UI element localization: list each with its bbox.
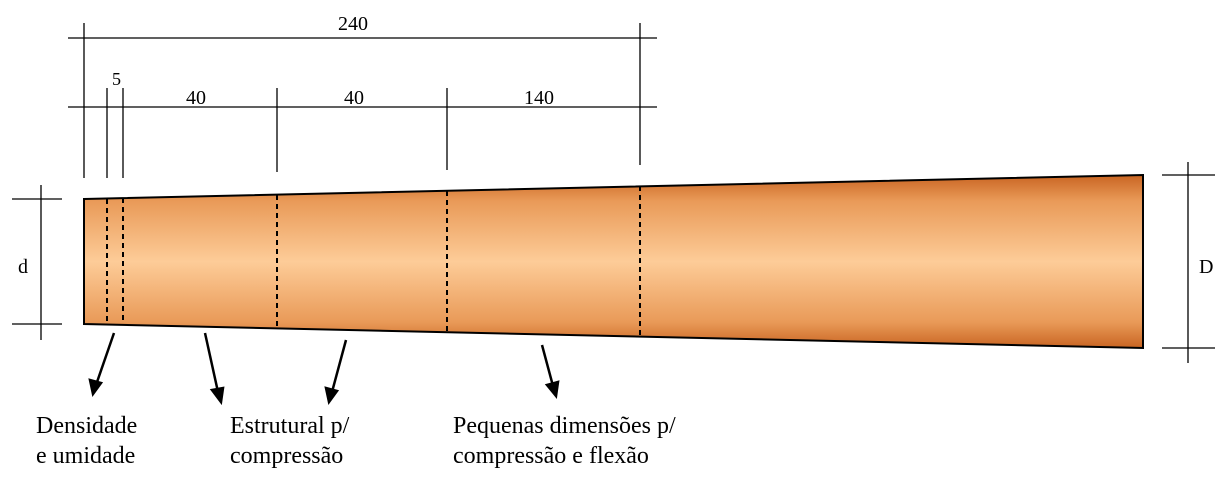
- arrow-densidade: [88, 332, 116, 397]
- dim-total-label: 240: [338, 13, 368, 35]
- small-diameter-label: d: [18, 256, 28, 278]
- dim-segment-5-label: 5: [112, 69, 121, 89]
- caption-estrutural-line2: compressão: [230, 443, 344, 469]
- caption-estrutural: Estrutural p/ compressão: [230, 411, 349, 471]
- caption-pequenas-line2: compressão e flexão: [453, 443, 649, 469]
- dim-segment-140-label: 140: [524, 87, 554, 109]
- caption-densidade: Densidade e umidade: [36, 411, 137, 471]
- large-diameter-label: D: [1199, 256, 1214, 278]
- caption-densidade-line2: e umidade: [36, 443, 136, 469]
- dim-segment-40b-label: 40: [344, 87, 364, 109]
- caption-pequenas-line1: Pequenas dimensões p/: [453, 413, 676, 439]
- arrow-estrutural-1: [203, 332, 225, 406]
- log-body: [83, 173, 1144, 350]
- arrow-pequenas: [540, 344, 560, 399]
- caption-estrutural-line1: Estrutural p/: [230, 413, 350, 439]
- arrow-estrutural-2: [324, 339, 348, 405]
- caption-pequenas: Pequenas dimensões p/ compressão e flexã…: [453, 411, 676, 471]
- dim-segment-40a-label: 40: [186, 87, 206, 109]
- caption-densidade-line1: Densidade: [36, 413, 138, 439]
